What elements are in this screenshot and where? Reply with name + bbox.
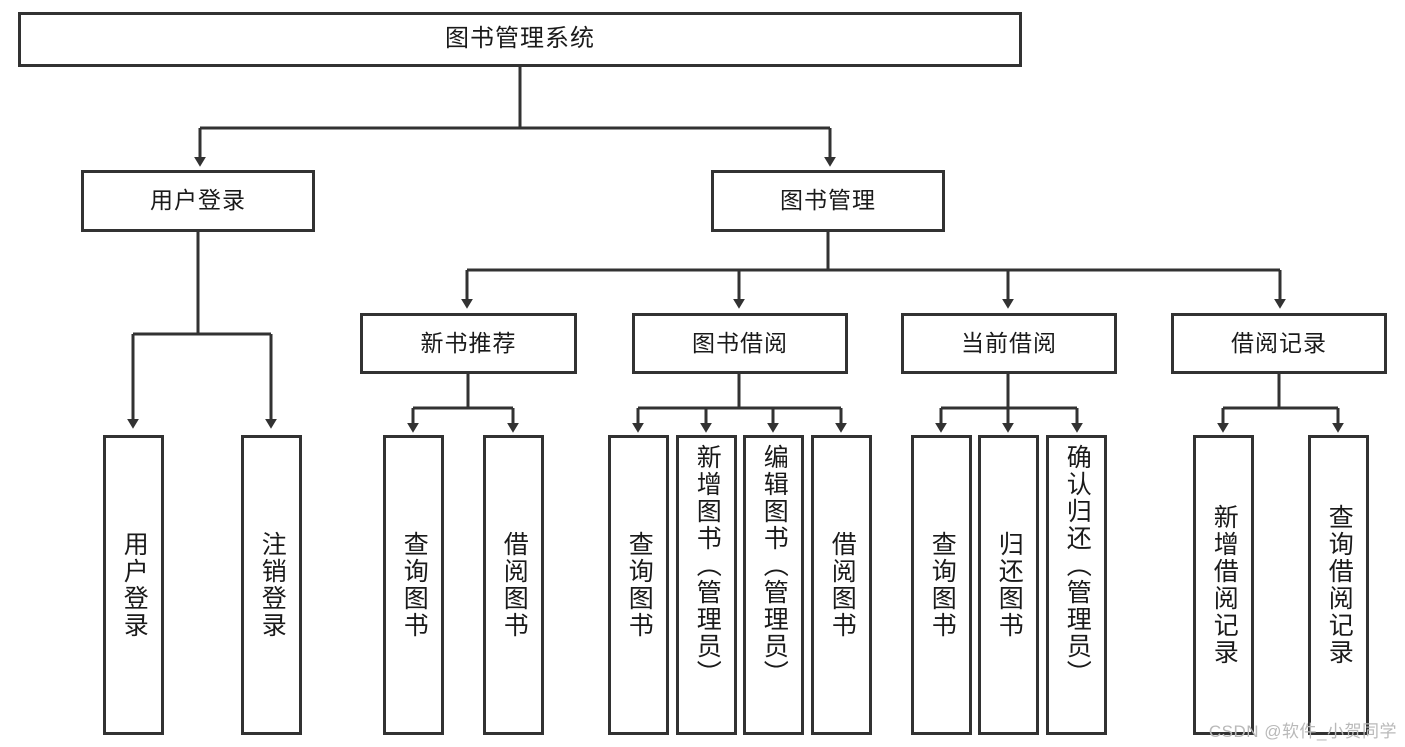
node-book-borrow-label: 图书借阅 <box>692 329 788 356</box>
leaf-current-borrow-confirm-return[interactable]: 确认归还（管理员） <box>1046 435 1107 735</box>
node-borrow-record-label: 借阅记录 <box>1231 329 1327 356</box>
leaf-label: 注销登录 <box>258 531 287 639</box>
leaf-label: 借阅图书 <box>828 531 857 639</box>
node-book-borrow[interactable]: 图书借阅 <box>632 313 848 374</box>
node-new-book-recommend[interactable]: 新书推荐 <box>360 313 577 374</box>
leaf-borrow-record-query[interactable]: 查询借阅记录 <box>1308 435 1369 735</box>
leaf-label: 查询借阅记录 <box>1325 504 1354 666</box>
leaf-current-borrow-return[interactable]: 归还图书 <box>978 435 1039 735</box>
node-book-management-label: 图书管理 <box>780 187 876 214</box>
node-user-login[interactable]: 用户登录 <box>81 170 315 232</box>
leaf-label: 编辑图书（管理员） <box>760 444 789 687</box>
node-root[interactable]: 图书管理系统 <box>18 12 1022 67</box>
leaf-new-book-borrow[interactable]: 借阅图书 <box>483 435 544 735</box>
leaf-label: 借阅图书 <box>500 531 529 639</box>
leaf-user-login-signin[interactable]: 用户登录 <box>103 435 164 735</box>
leaf-label: 查询图书 <box>928 531 957 639</box>
node-current-borrow[interactable]: 当前借阅 <box>901 313 1117 374</box>
watermark-text: CSDN @软件_小贺同学 <box>1208 722 1397 741</box>
leaf-label: 确认归还（管理员） <box>1063 444 1092 687</box>
node-new-book-recommend-label: 新书推荐 <box>420 329 517 356</box>
leaf-book-borrow-borrow[interactable]: 借阅图书 <box>811 435 872 735</box>
leaf-new-book-query[interactable]: 查询图书 <box>383 435 444 735</box>
leaf-borrow-record-add[interactable]: 新增借阅记录 <box>1193 435 1254 735</box>
leaf-label: 查询图书 <box>400 531 429 639</box>
leaf-book-borrow-edit[interactable]: 编辑图书（管理员） <box>743 435 804 735</box>
leaf-current-borrow-query[interactable]: 查询图书 <box>911 435 972 735</box>
leaf-book-borrow-add[interactable]: 新增图书（管理员） <box>676 435 737 735</box>
leaf-label: 新增图书（管理员） <box>693 444 722 687</box>
leaf-user-login-signout[interactable]: 注销登录 <box>241 435 302 735</box>
leaf-book-borrow-query[interactable]: 查询图书 <box>608 435 669 735</box>
leaf-label: 用户登录 <box>120 531 149 639</box>
node-book-management[interactable]: 图书管理 <box>711 170 945 232</box>
leaf-label: 归还图书 <box>995 531 1024 639</box>
node-root-label: 图书管理系统 <box>445 25 595 53</box>
leaf-label: 新增借阅记录 <box>1210 504 1239 666</box>
node-user-login-label: 用户登录 <box>150 187 246 214</box>
node-borrow-record[interactable]: 借阅记录 <box>1171 313 1387 374</box>
node-current-borrow-label: 当前借阅 <box>961 329 1057 356</box>
leaf-label: 查询图书 <box>625 531 654 639</box>
